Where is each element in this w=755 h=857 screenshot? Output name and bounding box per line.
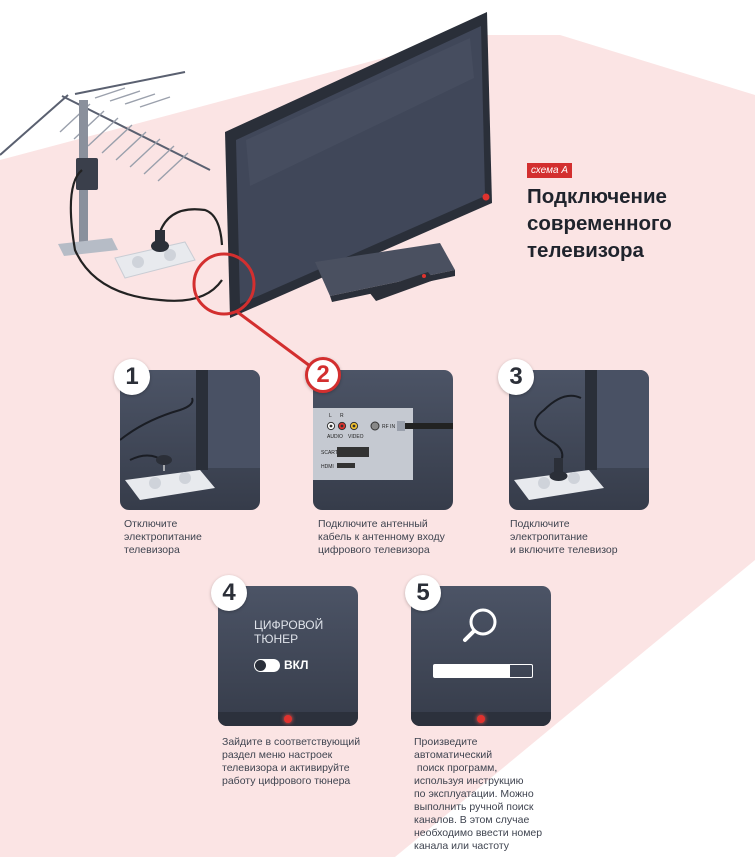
step-number-badge: 4 — [211, 575, 247, 611]
step-3-caption: Подключите электропитание и включите тел… — [510, 518, 618, 557]
power-led — [411, 712, 551, 726]
caption-line: телевизора — [124, 544, 180, 556]
port-label: L — [329, 413, 332, 419]
caption-line: по эксплуатации. Можно — [414, 788, 534, 800]
caption-line: работу цифрового тюнера — [222, 775, 351, 787]
tv-stand — [315, 243, 455, 296]
step-number-badge: 2 — [305, 357, 341, 393]
toggle-label: ВКЛ — [284, 658, 309, 672]
title-line: современного — [527, 212, 672, 235]
title-line: Подключение — [527, 185, 667, 208]
caption-line: электропитание — [124, 531, 202, 543]
caption-line: поиск программ, — [414, 762, 498, 774]
toggle-switch[interactable] — [254, 658, 280, 672]
caption-line: выполнить ручной поиск — [414, 801, 534, 813]
port-label: R — [340, 413, 344, 419]
antenna — [0, 71, 211, 182]
unplug-illustration — [120, 370, 260, 500]
caption-line: используя инструкцию — [414, 775, 524, 787]
scheme-tag: схема А — [527, 163, 572, 178]
caption-line: телевизора и активируйте — [222, 762, 350, 774]
callout-line — [235, 309, 311, 368]
step-4-caption: Зайдите в соответствующий раздел меню на… — [222, 736, 360, 788]
step-number-badge: 1 — [114, 359, 150, 395]
power-led — [218, 712, 358, 726]
remote-control — [369, 272, 434, 301]
port-label: SCART — [321, 450, 338, 456]
caption-line: Зайдите в соответствующий — [222, 736, 361, 748]
step-3-panel — [509, 370, 649, 510]
plug-in-illustration — [514, 370, 649, 500]
caption-line: канала или частоту — [414, 840, 509, 852]
power-cable — [158, 208, 224, 246]
step-1-panel — [120, 370, 260, 510]
antenna-box — [76, 158, 98, 190]
port-label: RF IN — [382, 424, 395, 430]
digital-tuner-label: ЦИФРОВОЙ ТЮНЕР — [254, 618, 323, 646]
step-2-caption: Подключите антенный кабель к антенному в… — [318, 518, 445, 557]
step-1-caption: Отключите электропитание телевизора — [124, 518, 202, 557]
callout-circle — [192, 252, 256, 316]
caption-line: цифрового телевизора — [318, 544, 430, 556]
tuner-label-line: ТЮНЕР — [254, 632, 299, 646]
port-label: VIDEO — [348, 434, 364, 440]
caption-line: кабель к антенному входу — [318, 531, 445, 543]
tv-power-led — [482, 193, 490, 201]
caption-line: необходимо ввести номер — [414, 827, 543, 839]
tuner-label-line: ЦИФРОВОЙ — [254, 618, 324, 632]
step-number-badge: 5 — [405, 575, 441, 611]
port-label: HDMI — [321, 464, 334, 470]
caption-line: автоматический — [414, 749, 493, 761]
ports-illustration: L R AUDIO VIDEO RF IN SCART HDMI — [313, 408, 453, 480]
step-2-panel: L R AUDIO VIDEO RF IN SCART HDMI — [313, 370, 453, 510]
search-icon — [463, 608, 497, 642]
caption-line: Подключите антенный — [318, 518, 428, 530]
caption-line: каналов. В этом случае — [414, 814, 530, 826]
step-5-caption: Произведите автоматический поиск програм… — [414, 736, 542, 853]
caption-line: Отключите — [124, 518, 178, 530]
caption-line: и включите телевизор — [510, 544, 618, 556]
step-5-panel — [411, 586, 551, 726]
step-4-panel: ЦИФРОВОЙ ТЮНЕР ВКЛ — [218, 586, 358, 726]
step-number-badge: 3 — [498, 359, 534, 395]
port-label: AUDIO — [327, 434, 343, 440]
caption-line: Произведите — [414, 736, 478, 748]
tuner-toggle[interactable]: ВКЛ — [254, 658, 308, 672]
caption-line: раздел меню настроек — [222, 749, 333, 761]
page-title: Подключение современного телевизора — [527, 183, 747, 264]
progress-fill — [434, 665, 511, 677]
search-progress-bar — [433, 664, 533, 678]
caption-line: Подключите — [510, 518, 570, 530]
caption-line: электропитание — [510, 531, 588, 543]
antenna-cable — [69, 169, 223, 302]
title-line: телевизора — [527, 239, 644, 262]
